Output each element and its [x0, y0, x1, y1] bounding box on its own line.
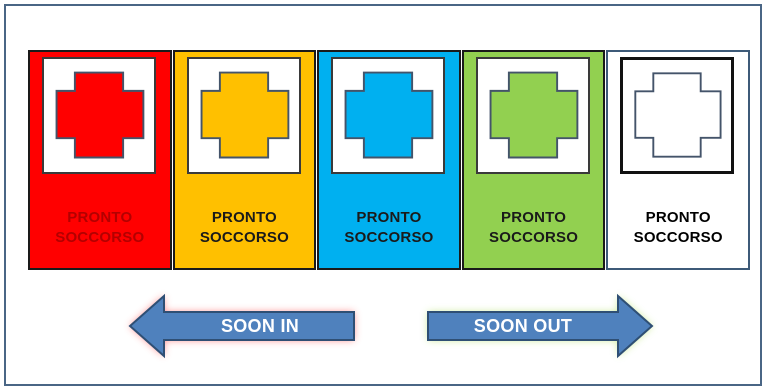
yellow-cross-icon: [200, 71, 289, 159]
label-line-2: SOCCORSO: [489, 229, 579, 246]
blue-cross-icon: [344, 71, 434, 159]
label-line-1: PRONTO: [67, 209, 133, 226]
triage-card-red: PRONTO SOCCORSO: [28, 50, 172, 270]
soon-out-label: SOON OUT: [473, 316, 573, 336]
soon-in-label: SOON IN: [220, 316, 300, 336]
cross-badge-yellow: [186, 57, 301, 174]
label-line-1: PRONTO: [211, 209, 277, 226]
triage-color-strip: PRONTO SOCCORSO PRONTO SOCCORSO PRONTO S…: [28, 50, 750, 270]
triage-card-white: PRONTO SOCCORSO: [606, 50, 750, 270]
cross-badge-blue: [331, 57, 446, 174]
label-line-2: SOCCORSO: [344, 229, 434, 246]
card-label-white: PRONTO SOCCORSO: [608, 208, 748, 248]
label-line-1: PRONTO: [645, 209, 711, 226]
cross-badge-green: [475, 57, 590, 174]
soon-in-arrow-icon: [128, 293, 355, 359]
label-line-1: PRONTO: [356, 209, 422, 226]
label-line-2: SOCCORSO: [199, 229, 289, 246]
triage-card-yellow: PRONTO SOCCORSO: [172, 50, 317, 270]
cross-badge-red: [42, 57, 156, 174]
label-line-2: SOCCORSO: [633, 229, 723, 246]
card-label-yellow: PRONTO SOCCORSO: [175, 208, 315, 248]
green-cross-icon: [489, 71, 579, 159]
triage-card-blue: PRONTO SOCCORSO: [317, 50, 461, 270]
red-cross-icon: [55, 71, 145, 159]
card-label-red: PRONTO SOCCORSO: [30, 208, 170, 248]
soon-out-arrow-icon: [427, 293, 654, 359]
card-label-blue: PRONTO SOCCORSO: [319, 208, 459, 248]
label-line-2: SOCCORSO: [55, 229, 145, 246]
triage-card-green: PRONTO SOCCORSO: [461, 50, 606, 270]
white-cross-icon: [634, 72, 722, 158]
card-label-green: PRONTO SOCCORSO: [464, 208, 604, 248]
cross-badge-white: [620, 57, 735, 174]
label-line-1: PRONTO: [501, 209, 567, 226]
